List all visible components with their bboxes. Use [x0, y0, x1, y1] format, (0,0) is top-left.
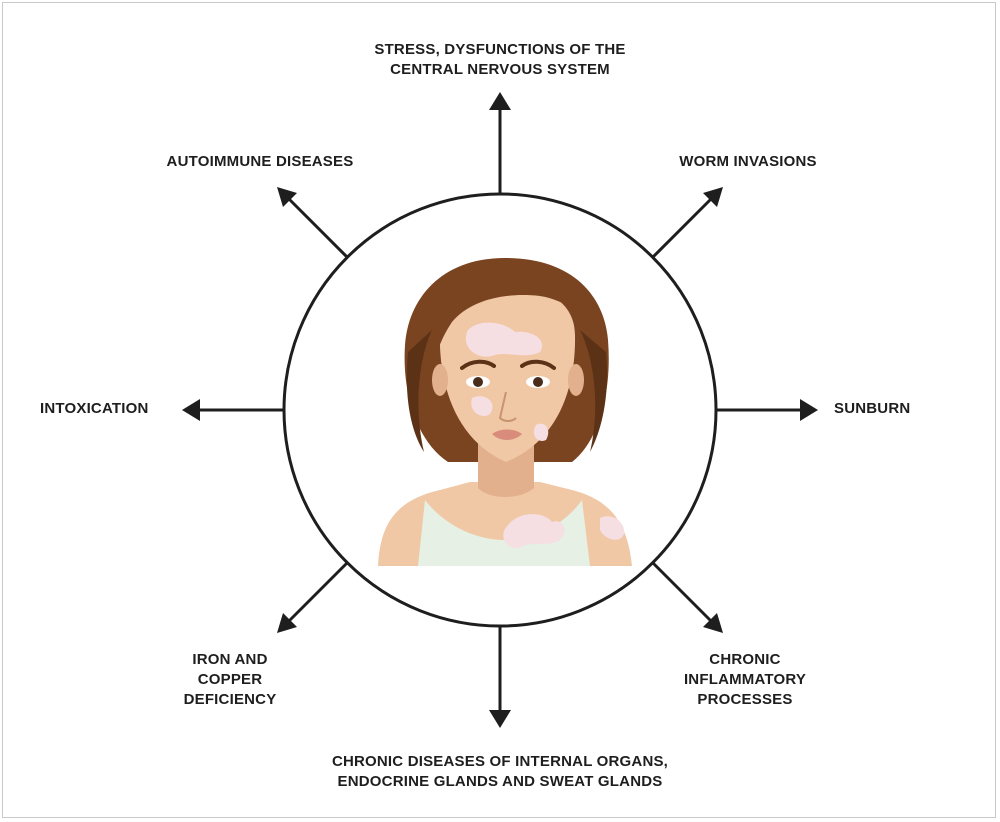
- arrowhead-left: [182, 399, 200, 421]
- arrow-top-left: [286, 196, 349, 259]
- arrow-bottom-right: [651, 561, 714, 624]
- cause-label-right: SUNBURN: [834, 400, 911, 417]
- arrowhead-bottom-right: [703, 613, 723, 633]
- skin-patch: [471, 396, 493, 417]
- arrowhead-bottom: [489, 710, 511, 728]
- cause-label-top-right: WORM INVASIONS: [679, 153, 817, 170]
- arrowhead-bottom-left: [277, 613, 297, 633]
- arrow-bottom-left: [286, 561, 349, 624]
- arrowhead-right: [800, 399, 818, 421]
- skin-patch: [503, 514, 565, 549]
- cause-label-top-left: AUTOIMMUNE DISEASES: [166, 153, 354, 170]
- skin-patch: [533, 423, 549, 441]
- lips: [492, 429, 522, 440]
- cause-label-bottom-right: CHRONIC INFLAMMATORY PROCESSES: [683, 651, 807, 708]
- hair-bangs: [408, 262, 606, 400]
- arrowhead-top-right: [703, 187, 723, 207]
- cause-label-bottom: CHRONIC DISEASES OF INTERNAL ORGANS, END…: [331, 753, 669, 790]
- skin-patch: [465, 322, 542, 357]
- cause-label-left: INTOXICATION: [40, 400, 149, 417]
- arrowhead-top-left: [277, 187, 297, 207]
- arrow-top-right: [651, 196, 714, 259]
- cause-label-bottom-left: IRON AND COPPER DEFICIENCY: [183, 651, 277, 708]
- skin-patch: [600, 516, 625, 540]
- arrowhead-top: [489, 92, 511, 110]
- woman-with-vitiligo-illustration: [378, 258, 632, 566]
- cause-label-top: STRESS, DYSFUNCTIONS OF THE CENTRAL NERV…: [374, 41, 626, 78]
- tank-top: [418, 500, 590, 566]
